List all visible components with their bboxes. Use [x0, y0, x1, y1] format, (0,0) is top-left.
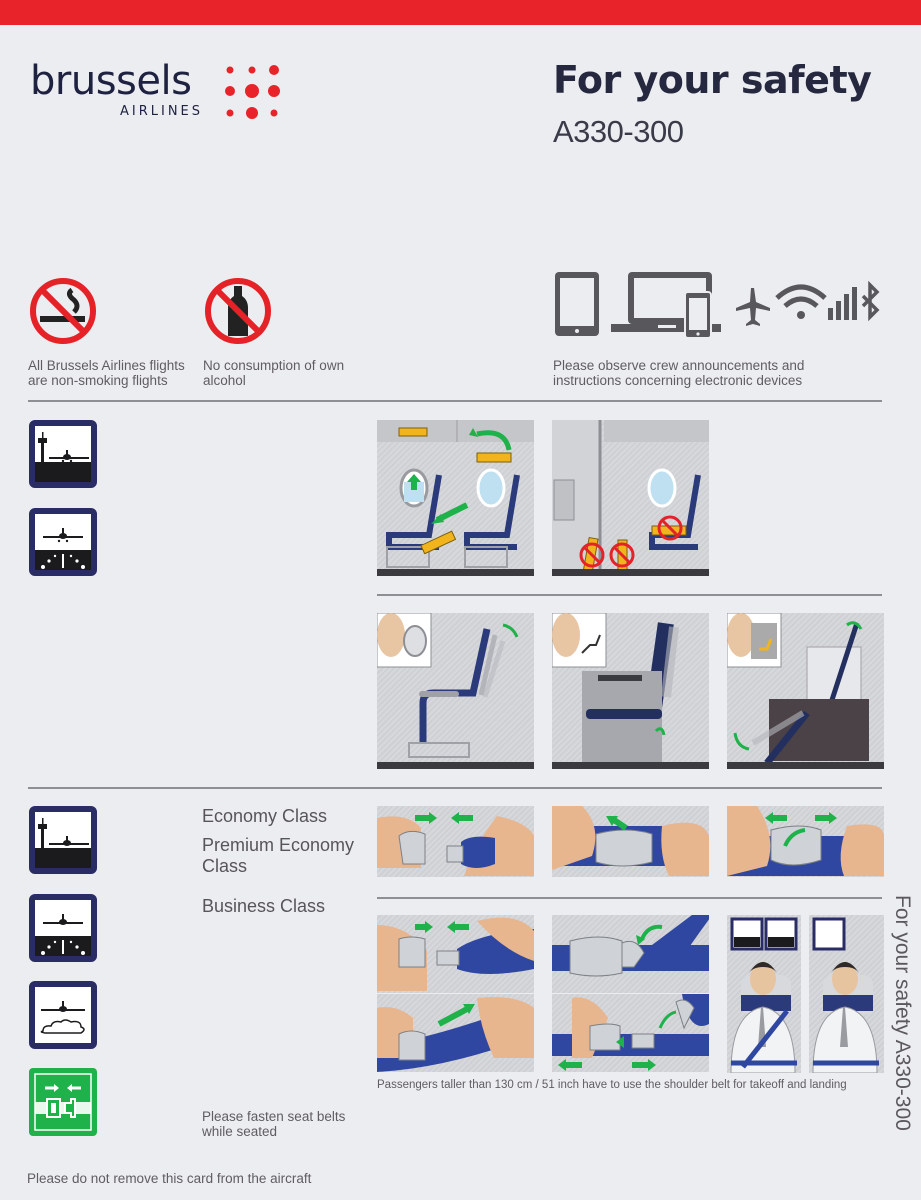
economy-class-label: Economy Class [202, 806, 328, 826]
aircraft-type: A330-300 [553, 114, 684, 149]
stow-baggage-illustration [377, 420, 534, 576]
tighten-belt-business-illustration [377, 994, 534, 1072]
tablet-icon [555, 272, 599, 336]
page-title: For your safety [553, 58, 872, 102]
electronic-devices-icons [555, 272, 880, 339]
fasten-seat-belt-sign-icon [29, 1068, 97, 1136]
brand-logo-subtitle: AIRLINES [120, 104, 204, 119]
premium-economy-seat-upright-illustration [552, 613, 709, 769]
landing-approach-icon [29, 508, 97, 576]
shoulder-belt-takeoff-landing-illustration [727, 915, 801, 1073]
brand-dots-icon [225, 65, 280, 119]
insert-buckle-business-illustration [377, 915, 534, 993]
section-divider [377, 897, 882, 899]
no-alcohol-icon [205, 278, 271, 344]
landing-approach-icon [29, 894, 97, 962]
release-shoulder-belt-illustration [552, 994, 709, 1072]
no-baggage-at-exits-illustration [552, 420, 709, 576]
side-label: For your safety A330-300 [891, 895, 914, 1131]
airplane-mode-icon [736, 288, 770, 326]
section-divider [28, 400, 882, 402]
section-divider [377, 594, 882, 596]
bluetooth-icon [861, 280, 880, 322]
section-divider [28, 787, 882, 789]
wifi-icon [775, 284, 827, 319]
release-buckle-illustration [727, 806, 884, 877]
no-smoking-icon [30, 278, 96, 344]
tighten-belt-illustration [552, 806, 709, 877]
brand-red-bar [0, 0, 921, 25]
business-seat-upright-illustration [727, 613, 884, 769]
turbulence-cruise-icon [29, 981, 97, 1049]
business-class-label: Business Class [202, 896, 326, 916]
takeoff-taxi-icon [29, 806, 97, 874]
smartphone-icon [684, 291, 712, 339]
takeoff-taxi-icon [29, 420, 97, 488]
lap-belt-cruise-illustration [809, 915, 884, 1073]
shoulder-belt-note: Passengers taller than 130 cm / 51 inch … [377, 1079, 847, 1091]
do-not-remove-card-note: Please do not remove this card from the … [27, 1171, 312, 1186]
attach-shoulder-belt-illustration [552, 915, 709, 993]
cellular-signal-icon [828, 287, 857, 320]
economy-seat-upright-illustration [377, 613, 534, 769]
brand-logo-wordmark: brussels [30, 58, 192, 104]
insert-buckle-illustration [377, 806, 534, 877]
